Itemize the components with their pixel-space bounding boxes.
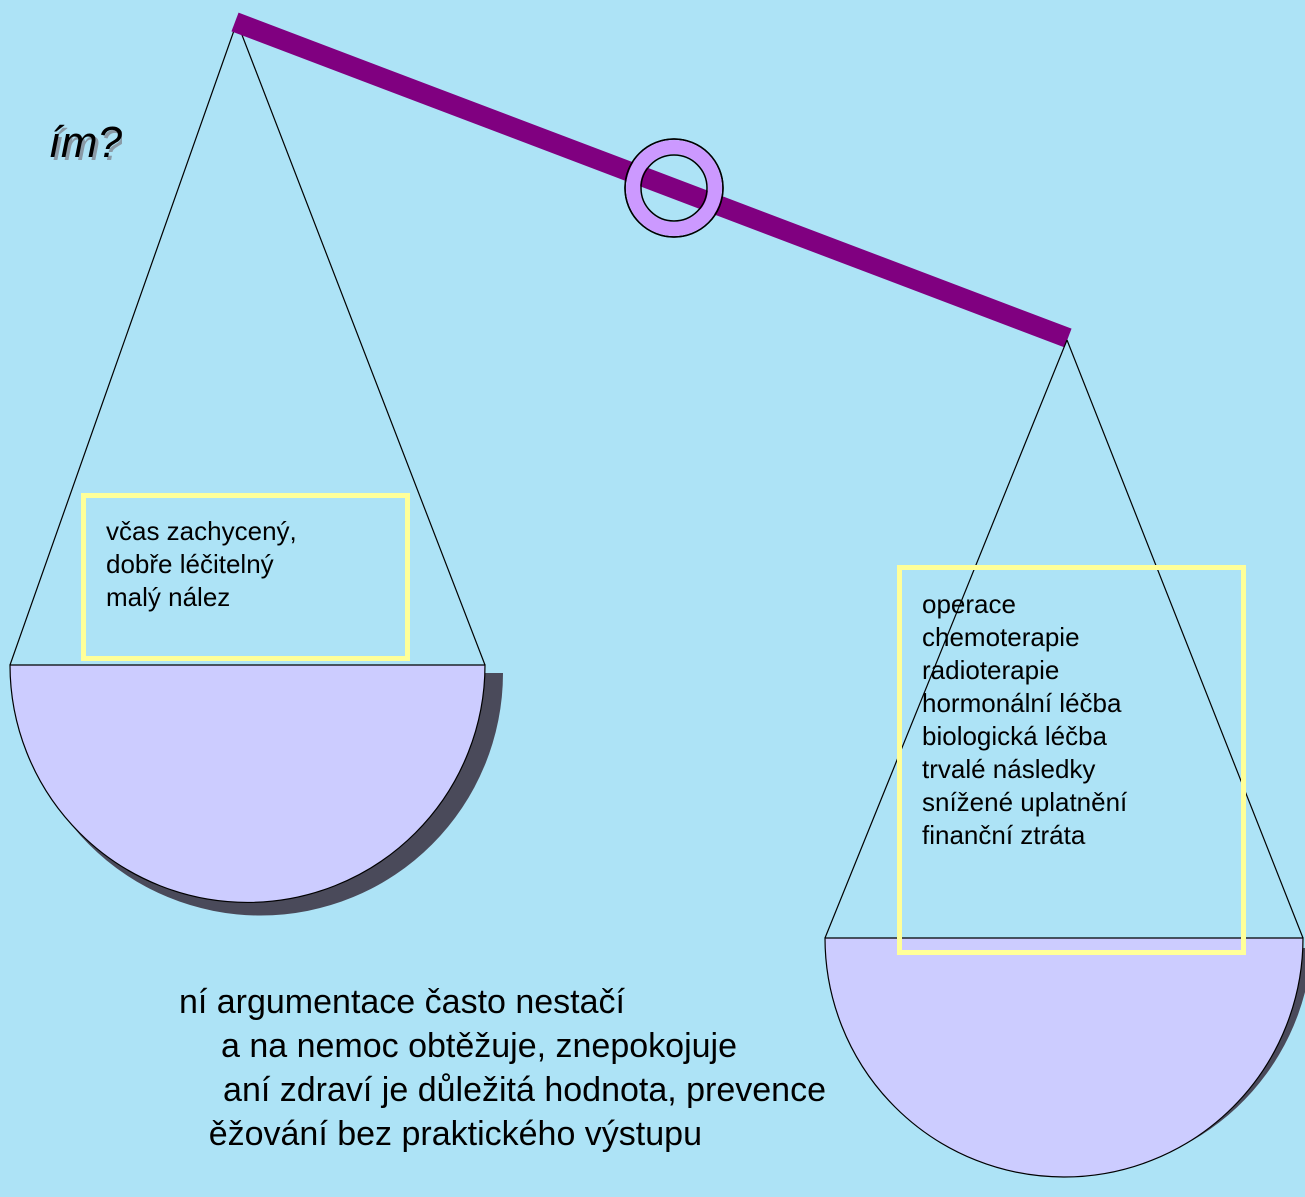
right-pan-line: radioterapie xyxy=(922,655,1060,685)
left-pan-line: dobře léčitelný xyxy=(106,549,274,579)
right-pan-line: snížené uplatnění xyxy=(922,787,1128,817)
bottom-text-line: aní zdraví je důležitá hodnota, prevence xyxy=(223,1071,826,1109)
pivot-ring xyxy=(626,140,722,236)
right-pan-line: finanční ztráta xyxy=(922,820,1086,850)
bottom-text-line: ěžování bez praktického výstupu xyxy=(208,1115,702,1153)
left-pan xyxy=(9,664,486,904)
left-pan-label-box: včas zachycený, dobře léčitelný malý nál… xyxy=(81,493,410,661)
pivot-ring-inner-outline xyxy=(640,154,708,222)
scale-beam xyxy=(231,12,1072,348)
right-pan-line: chemoterapie xyxy=(922,622,1080,652)
slide-title: ím? xyxy=(48,118,122,167)
left-pan-line: včas zachycený, xyxy=(106,516,297,546)
right-pan-line: operace xyxy=(922,589,1016,619)
right-pan-label-box: operace chemoterapie radioterapie hormon… xyxy=(897,565,1246,955)
right-string-inner xyxy=(1066,339,1304,939)
bottom-text-line: a na nemoc obtěžuje, znepokojuje xyxy=(220,1027,737,1065)
right-string-outer xyxy=(824,339,1068,939)
left-string-inner xyxy=(236,21,486,666)
bottom-text-block: ní argumentace často nestačí a na nemoc … xyxy=(0,980,840,1156)
right-pan-line: biologická léčba xyxy=(922,721,1108,751)
left-pan-line: malý nález xyxy=(106,582,231,612)
left-string-outer xyxy=(9,21,238,666)
right-pan-line: trvalé následky xyxy=(922,754,1096,784)
right-pan xyxy=(824,937,1304,1178)
bottom-text-line: ní argumentace často nestačí xyxy=(178,983,625,1021)
right-pan-line: hormonální léčba xyxy=(922,688,1122,718)
